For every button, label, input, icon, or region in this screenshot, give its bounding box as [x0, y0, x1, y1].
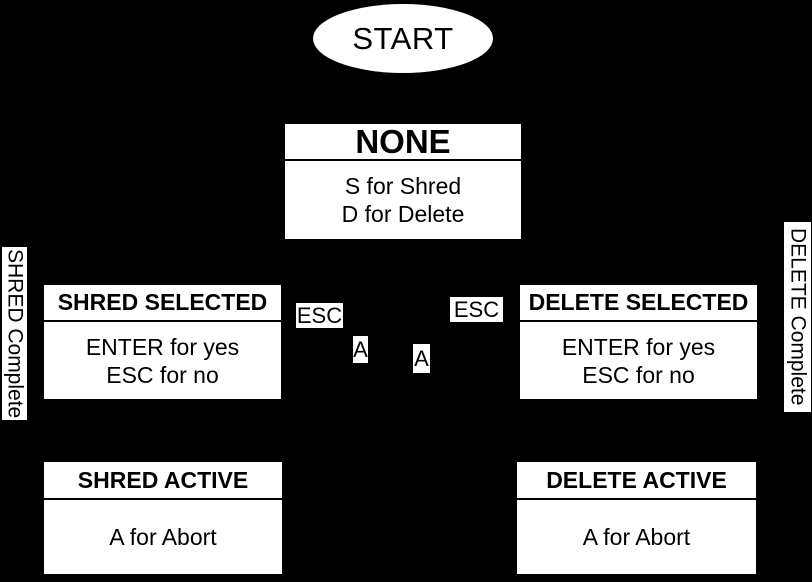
shred-selected-state-line: ESC for no	[106, 361, 219, 388]
shred-active-state-node: SHRED ACTIVE A for Abort	[44, 462, 282, 574]
none-state-title: NONE	[285, 123, 521, 161]
shred-selected-state-title: SHRED SELECTED	[44, 285, 281, 322]
delete-selected-state-line: ESC for no	[582, 361, 695, 388]
shred-active-state-title: SHRED ACTIVE	[44, 462, 282, 500]
shred-active-state-line: A for Abort	[109, 524, 217, 550]
shred-selected-state-line: ENTER for yes	[85, 333, 240, 360]
delete-selected-state-title: DELETE SELECTED	[520, 285, 757, 322]
shred-complete-edge-label: SHRED Complete	[2, 247, 27, 420]
none-state-line: D for Delete	[341, 201, 465, 227]
delete-complete-edge-label: DELETE Complete	[784, 222, 811, 412]
delete-selected-state-node: DELETE SELECTED ENTER for yes ESC for no	[520, 285, 757, 399]
delete-active-state-node: DELETE ACTIVE A for Abort	[517, 462, 756, 574]
shred-selected-state-node: SHRED SELECTED ENTER for yes ESC for no	[44, 285, 281, 399]
delete-active-state-line: A for Abort	[582, 524, 691, 550]
start-node-label: START	[352, 20, 454, 56]
delete-selected-state-body: ENTER for yes ESC for no	[520, 322, 757, 399]
none-state-node: NONE S for Shred D for Delete	[285, 123, 521, 239]
none-state-line: S for Shred	[344, 173, 462, 199]
start-node: START	[313, 4, 493, 73]
esc-edge-label-left: ESC	[296, 302, 343, 328]
delete-active-state-body: A for Abort	[517, 500, 756, 574]
abort-edge-label-right: A	[413, 344, 430, 373]
abort-edge-label-left: A	[353, 336, 368, 363]
shred-selected-state-body: ENTER for yes ESC for no	[44, 322, 281, 399]
delete-selected-state-line: ENTER for yes	[561, 333, 716, 360]
none-state-body: S for Shred D for Delete	[285, 161, 521, 239]
delete-active-state-title: DELETE ACTIVE	[517, 462, 756, 500]
esc-edge-label-right: ESC	[450, 297, 503, 322]
shred-active-state-body: A for Abort	[44, 500, 282, 574]
